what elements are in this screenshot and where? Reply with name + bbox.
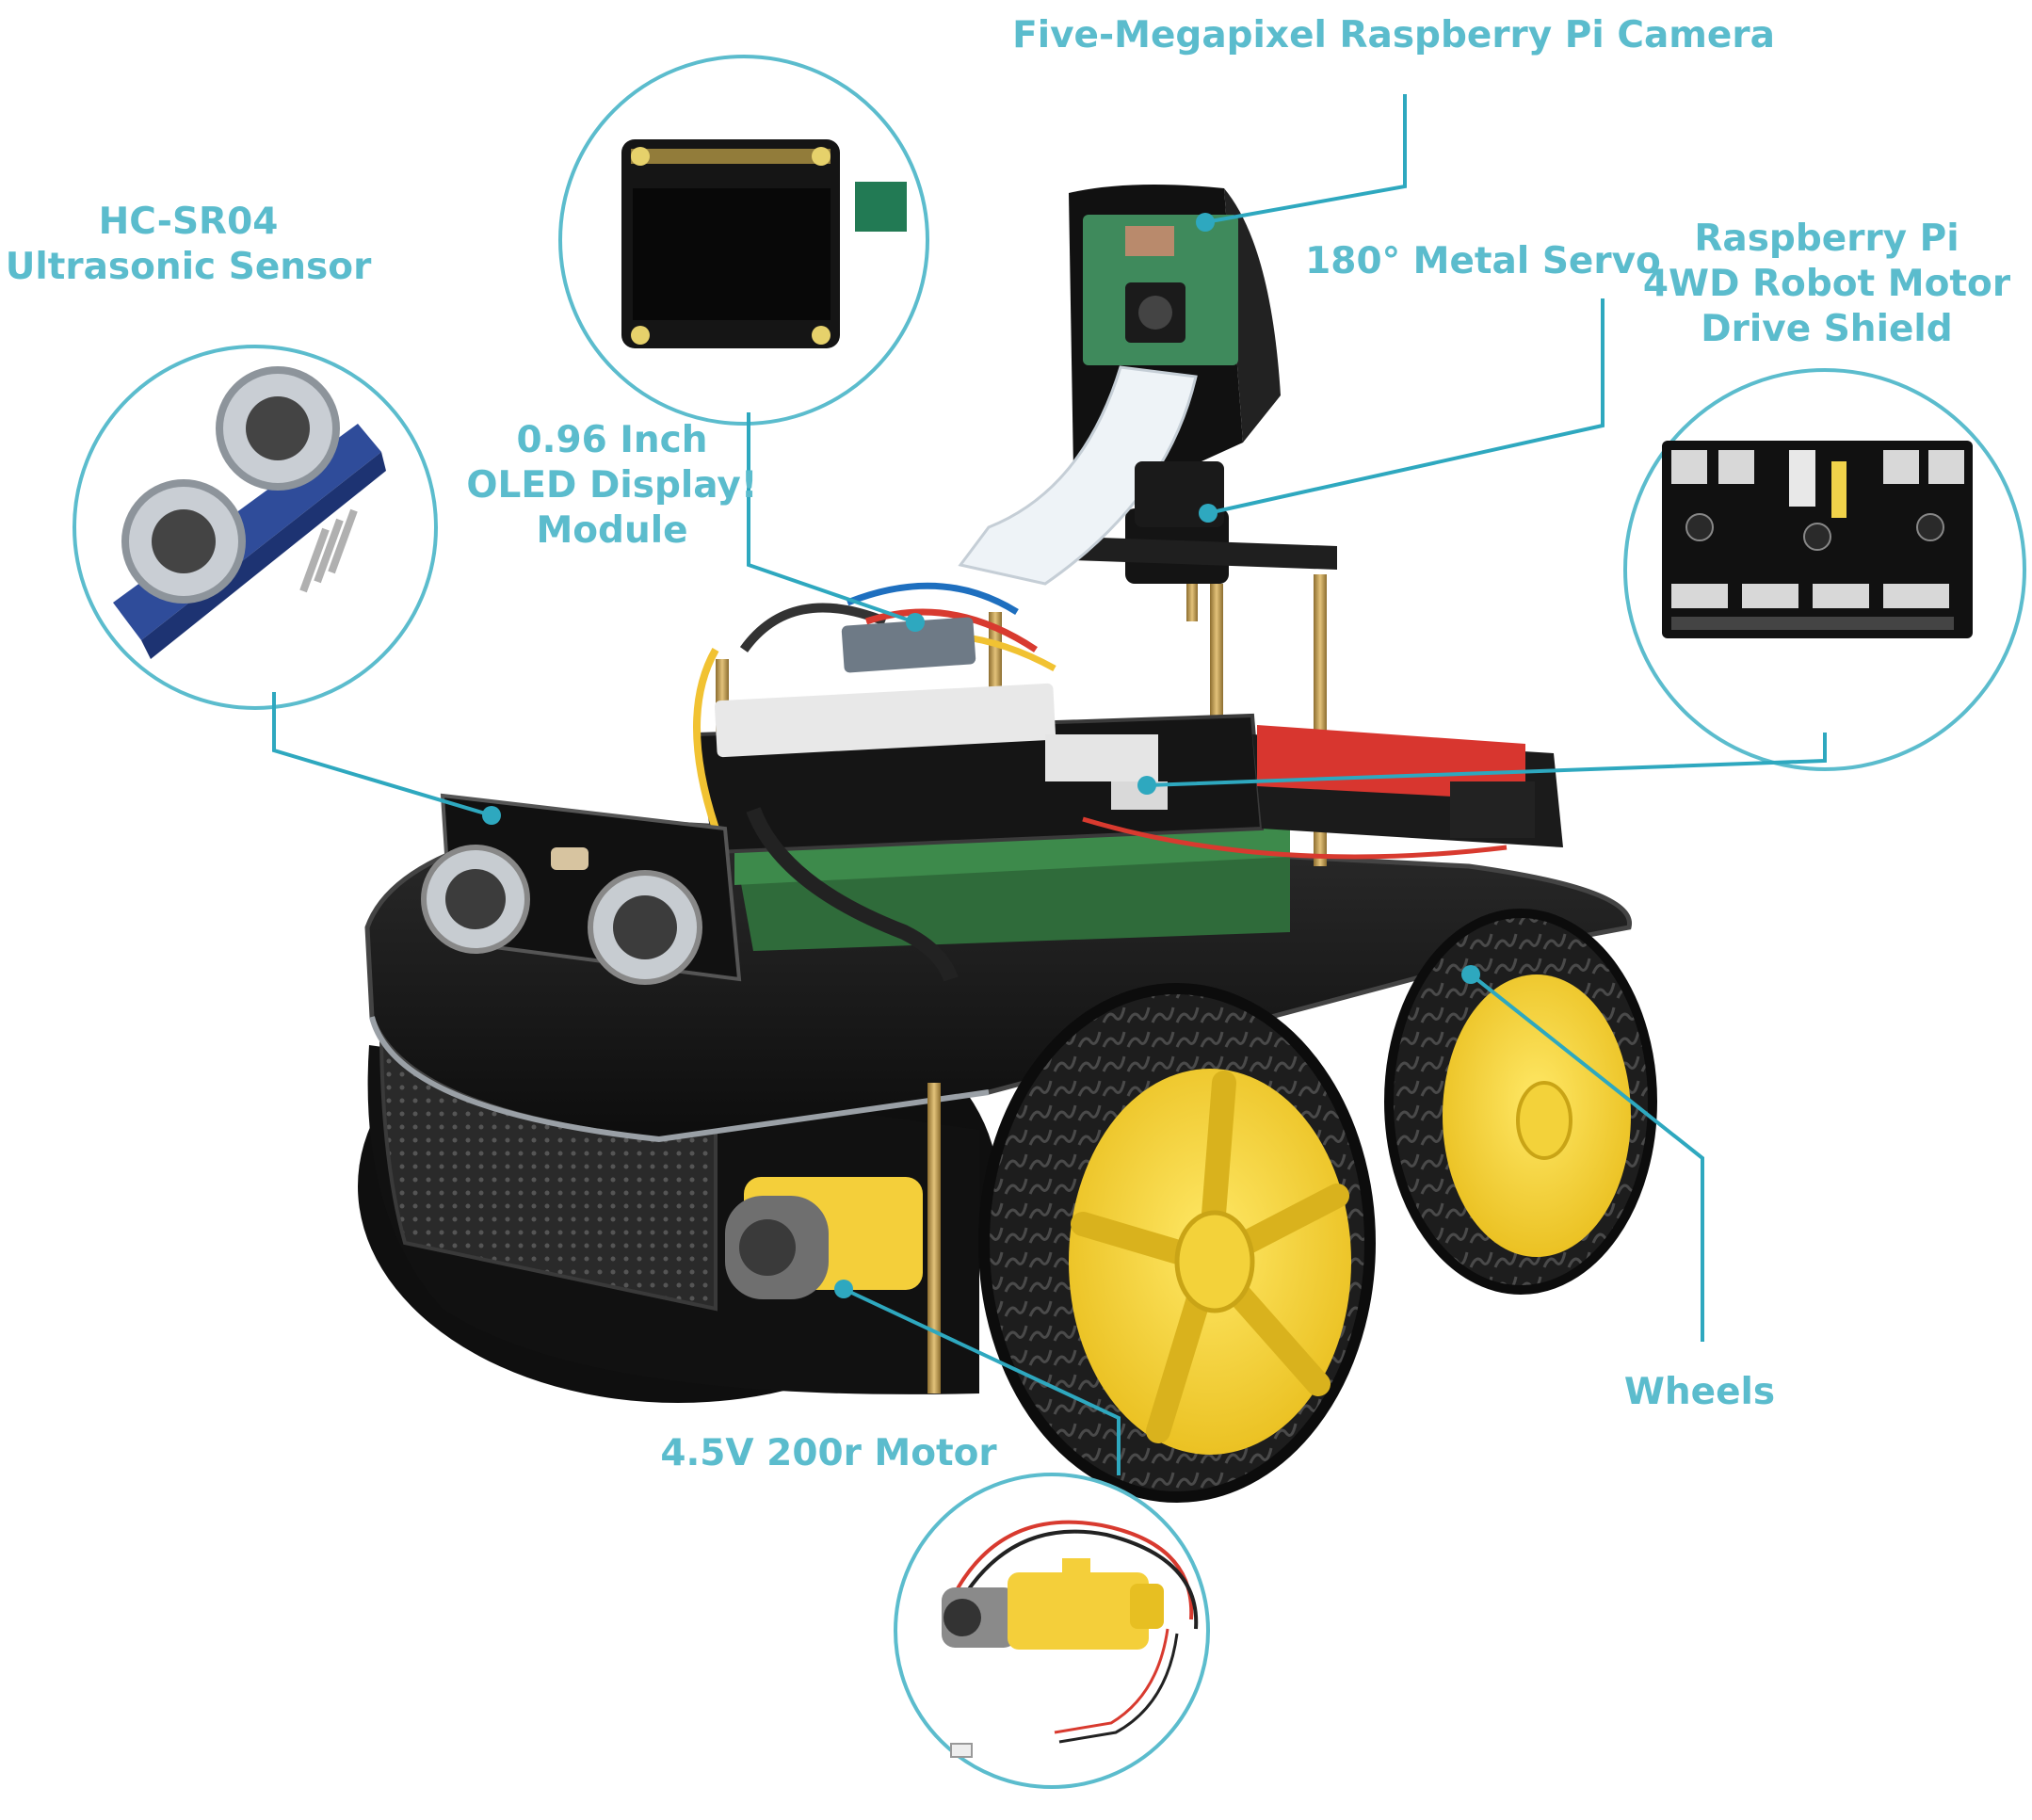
leader-lines: [272, 94, 1827, 1475]
oled-leader: [747, 412, 916, 624]
motor-label: 4.5V 200r Motor: [640, 1431, 1017, 1476]
mounted-ultrasonic-sensor: [421, 793, 742, 985]
oled-label: 0.96 Inch OLED Display! Module: [443, 418, 782, 554]
chassis-gear-motor: [725, 1177, 923, 1299]
rear-wheel: [1384, 909, 1657, 1295]
ultrasonic-leader: [272, 692, 492, 817]
oled-label-line-2: OLED Display!: [466, 464, 758, 507]
oled-label-line-1: 0.96 Inch: [516, 419, 708, 461]
motor-label-line: 4.5V 200r Motor: [660, 1432, 997, 1474]
shield-leader: [1146, 733, 1827, 787]
servo-label-line: 180° Metal Servo: [1305, 240, 1661, 282]
ultrasonic-label-line-1: HC-SR04: [98, 201, 279, 243]
servo-label: 180° Metal Servo: [1304, 239, 1662, 284]
oled-magnifier: [558, 55, 929, 426]
oled-module-icon: [621, 139, 907, 348]
robot-car-illustration: [358, 185, 1657, 1503]
ultrasonic-label-line-2: Ultrasonic Sensor: [5, 246, 372, 288]
front-wheel: [978, 983, 1376, 1503]
motor-magnifier: [894, 1473, 1210, 1789]
camera-label: Five-Megapixel Raspberry Pi Camera: [942, 13, 1846, 58]
shield-label-line-3: Drive Shield: [1701, 308, 1953, 350]
drive-shield-icon: [1662, 441, 1973, 638]
shield-magnifier: [1623, 368, 2026, 771]
wheels-label-line: Wheels: [1623, 1371, 1776, 1413]
leader-dots: [482, 213, 1480, 1298]
ultrasonic-label: HC-SR04 Ultrasonic Sensor: [0, 200, 377, 290]
wheels-label: Wheels: [1582, 1370, 1817, 1415]
ultrasonic-magnifier: [73, 345, 438, 710]
camera-label-line: Five-Megapixel Raspberry Pi Camera: [1012, 14, 1775, 56]
shield-label-line-1: Raspberry Pi: [1694, 217, 1959, 260]
ultrasonic-sensor-icon: [113, 366, 386, 659]
oled-label-line-3: Module: [536, 509, 688, 552]
shield-label: Raspberry Pi 4WD Robot Motor Drive Shiel…: [1638, 217, 2015, 352]
motor-leader: [843, 1287, 1121, 1475]
shield-label-line-2: 4WD Robot Motor: [1642, 263, 2011, 305]
gear-motor-icon: [942, 1520, 1199, 1758]
servo-leader: [1207, 298, 1605, 515]
wheels-leader: [1469, 973, 1704, 1342]
camera-leader: [1204, 94, 1407, 224]
